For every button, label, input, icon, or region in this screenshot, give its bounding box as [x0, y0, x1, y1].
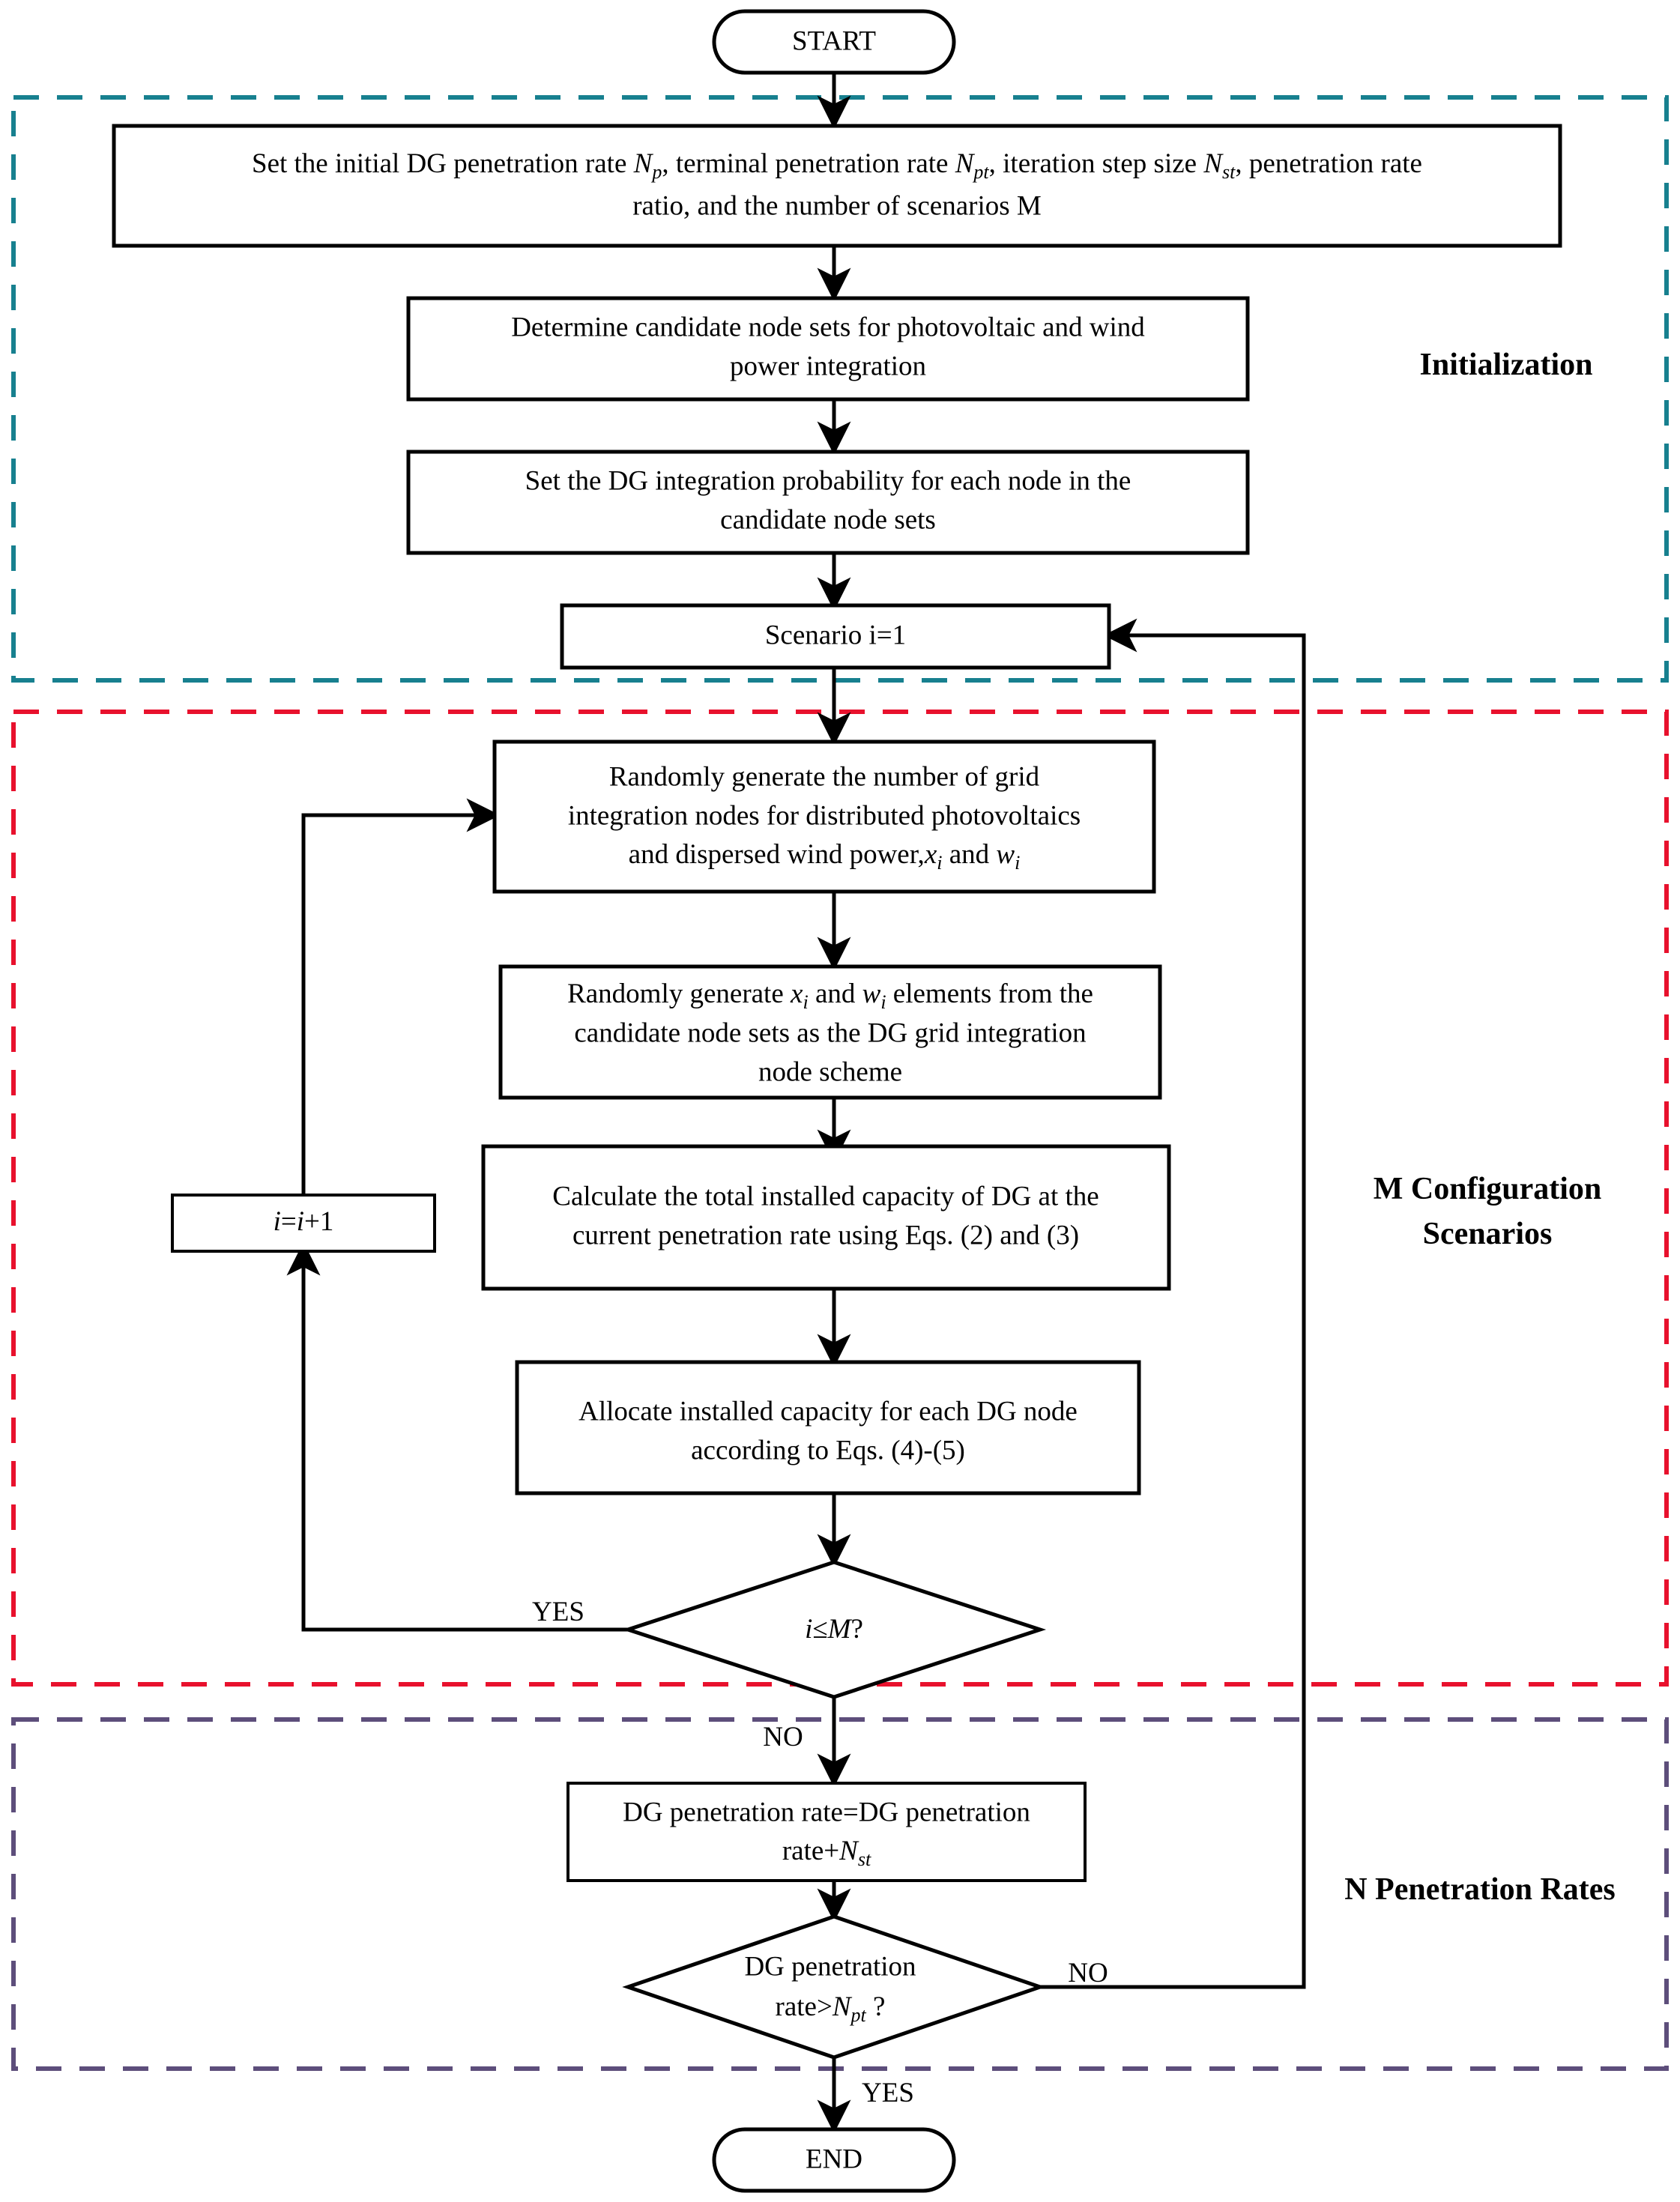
region-scenarios-label-line1: M Configuration	[1374, 1172, 1602, 1206]
region-initialization-label: Initialization	[1419, 348, 1592, 382]
edge-penetration-no-loop	[1039, 618, 1306, 1989]
region-scenarios-label-line2: Scenarios	[1423, 1217, 1553, 1251]
node-update-rate[interactable]: DG penetration rate=DG penetration rate+…	[566, 1782, 1087, 1882]
edge-label-penetration-no: NO	[1068, 1958, 1108, 1988]
region-penetration-label: N Penetration Rates	[1344, 1872, 1616, 1907]
node-randomcounts-line2: integration nodes for distributed photov…	[568, 800, 1081, 831]
node-calc-capacity[interactable]: Calculate the total installed capacity o…	[481, 1144, 1171, 1291]
node-candidate-line1: Determine candidate node sets for photov…	[511, 312, 1145, 342]
node-candidate-line2: power integration	[730, 351, 926, 381]
node-probability-line1: Set the DG integration probability for e…	[525, 465, 1131, 496]
node-allocate-line2: according to Eqs. (4)-(5)	[691, 1435, 965, 1466]
node-allocate-line1: Allocate installed capacity for each DG …	[578, 1396, 1078, 1427]
node-decision-scenarios[interactable]: i≤M?	[621, 1560, 1047, 1699]
node-random-counts[interactable]: Randomly generate the number of grid int…	[492, 739, 1156, 894]
node-increment-i[interactable]: i=i+1	[171, 1194, 436, 1253]
node-decision-scenarios-label: i≤M?	[805, 1614, 863, 1645]
node-scenario-init[interactable]: Scenario i=1	[560, 603, 1111, 670]
node-allocate-capacity[interactable]: Allocate installed capacity for each DG …	[515, 1360, 1141, 1495]
node-set-params-line2: ratio, and the number of scenarios M	[632, 190, 1042, 221]
node-updaterate-line1: DG penetration rate=DG penetration	[623, 1797, 1030, 1827]
node-set-params[interactable]: Set the initial DG penetration rate Np, …	[112, 124, 1562, 248]
node-randomcounts-line1: Randomly generate the number of grid	[609, 761, 1040, 792]
node-decision-penetration-line1: DG penetration	[744, 1951, 916, 1982]
node-start-label: START	[792, 25, 876, 56]
edge-label-penetration-yes: YES	[862, 2078, 914, 2108]
node-candidate-nodes[interactable]: Determine candidate node sets for photov…	[406, 296, 1250, 402]
node-start[interactable]: START	[712, 9, 956, 75]
edge-decision-yes-loop	[301, 1277, 629, 1632]
node-decision-penetration-line2: rate>Npt ?	[776, 1991, 886, 2025]
node-set-params-line1: Set the initial DG penetration rate Np, …	[252, 148, 1422, 182]
node-calc-line1: Calculate the total installed capacity o…	[552, 1181, 1099, 1212]
edge-increment-up-to-randomcounts	[301, 798, 501, 1195]
node-increment-label: i=i+1	[274, 1206, 334, 1237]
region-penetration-border	[11, 1717, 1669, 2071]
node-randomelements-line1: Randomly generate xi and wi elements fro…	[567, 979, 1093, 1012]
node-randomelements-line2: candidate node sets as the DG grid integ…	[574, 1017, 1086, 1048]
node-scenario-label: Scenario i=1	[765, 620, 906, 650]
node-end-label: END	[806, 2144, 862, 2174]
edge-label-scenarios-yes: YES	[532, 1597, 584, 1627]
node-randomcounts-line3: and dispersed wind power,xi and wi	[629, 839, 1021, 873]
node-calc-line2: current penetration rate using Eqs. (2) …	[572, 1220, 1079, 1250]
node-integration-probability[interactable]: Set the DG integration probability for e…	[406, 450, 1250, 555]
node-updaterate-line2: rate+Nst	[782, 1836, 871, 1869]
edge-label-scenarios-no: NO	[763, 1722, 803, 1752]
node-randomelements-line3: node scheme	[758, 1056, 902, 1087]
node-probability-line2: candidate node sets	[720, 504, 936, 535]
node-decision-penetration[interactable]: DG penetration rate>Npt ?	[622, 1914, 1046, 2060]
node-end[interactable]: END	[712, 2127, 956, 2193]
node-random-elements[interactable]: Randomly generate xi and wi elements fro…	[498, 964, 1162, 1100]
